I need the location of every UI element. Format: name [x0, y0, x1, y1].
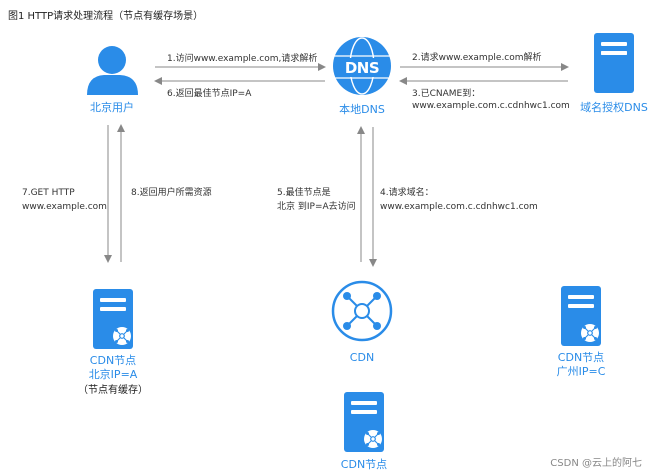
cdn-label: CDN: [350, 351, 374, 364]
globe-icon: [333, 37, 391, 95]
step-3-label-line2: www.example.com.c.cdnhwc1.com: [412, 101, 570, 111]
step-7-label-line2: www.example.com: [22, 202, 107, 212]
cdn-node-guangzhou-icon: [561, 286, 601, 346]
step-5-label-line2: 北京 到IP=A去访问: [277, 200, 356, 212]
figure-title: 图1 HTTP请求处理流程（节点有缓存场景）: [8, 9, 203, 22]
step-2-label: 2.请求www.example.com解析: [412, 51, 542, 63]
step-4-label-line2: www.example.com.c.cdnhwc1.com: [380, 202, 538, 212]
user-icon: [87, 46, 138, 95]
cdn-node-beijing-label: CDN节点: [90, 354, 136, 367]
cdn-node-bottom-label: CDN节点: [341, 458, 387, 471]
cdn-node-guangzhou-ip: 广州IP=C: [557, 365, 606, 378]
step-7-label-line1: 7.GET HTTP: [22, 188, 75, 198]
local-dns-label: 本地DNS: [339, 102, 385, 116]
auth-dns-label: 域名授权DNS: [580, 100, 648, 114]
step-6-label: 6.返回最佳节点IP=A: [167, 87, 252, 99]
cdn-node-bottom-icon: [344, 392, 384, 452]
step-8-label: 8.返回用户所需资源: [131, 186, 212, 198]
cdn-node-guangzhou-label: CDN节点: [558, 351, 604, 364]
auth-dns-server-icon: [594, 33, 634, 93]
watermark: CSDN @云上的阿七: [550, 456, 642, 469]
step-5-label-line1: 5.最佳节点是: [277, 186, 331, 198]
cdn-node-beijing-ip: 北京IP=A: [89, 367, 138, 381]
step-1-label: 1.访问www.example.com,请求解析: [167, 52, 317, 64]
cdn-node-beijing-icon: [93, 289, 133, 349]
arrows: [104, 63, 569, 267]
step-3-label-line1: 3.已CNAME到：: [412, 87, 480, 99]
cdn-node-beijing-cache-note: （节点有缓存）: [78, 383, 148, 396]
user-label: 北京用户: [90, 100, 134, 114]
dns-icon-text: DNS: [345, 59, 379, 77]
step-4-label-line1: 4.请求域名：: [380, 186, 434, 198]
cdn-network-icon: [331, 280, 393, 342]
